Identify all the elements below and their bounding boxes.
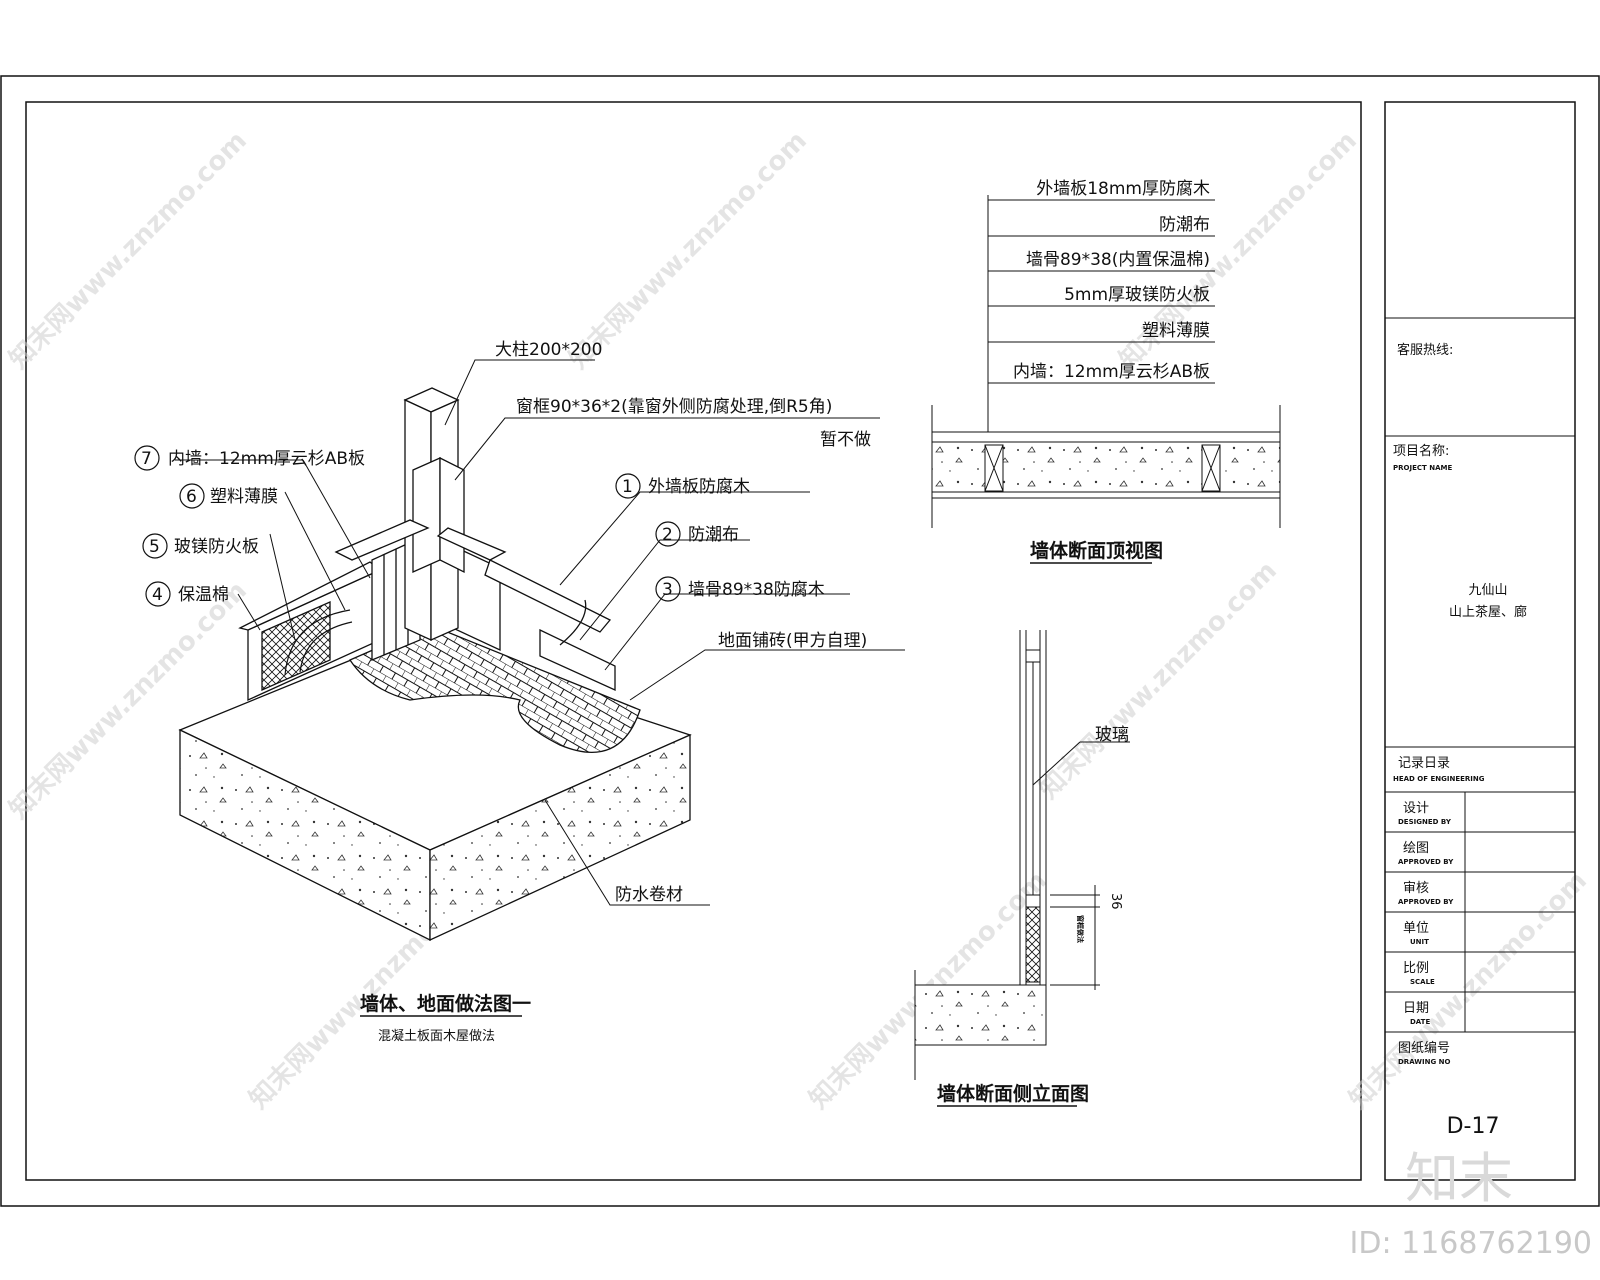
- top-layer-1: 外墙板18mm厚防腐木: [1036, 179, 1210, 199]
- project-name-2: 山上茶屋、廊: [1449, 604, 1527, 620]
- right-wall-rail: [484, 559, 612, 633]
- callout-number: 5: [149, 537, 160, 557]
- top-view-diagram: 外墙板18mm厚防腐木 防潮布 墙骨89*38(内置保温棉) 5mm厚玻镁防火板…: [931, 179, 1281, 564]
- label-insulation: 保温棉: [178, 585, 229, 605]
- watermark-text: 知末网www.znzmo.com: [4, 126, 253, 375]
- label-window-note: 暂不做: [820, 430, 871, 450]
- row-en: DATE: [1410, 1018, 1430, 1026]
- row-en: APPROVED BY: [1398, 898, 1454, 906]
- vertical-note: 窗框做法: [1076, 915, 1085, 943]
- top-layer-4: 5mm厚玻镁防火板: [1064, 285, 1210, 305]
- row-en: DESIGNED BY: [1398, 818, 1452, 826]
- side-view-diagram: [914, 630, 1130, 1080]
- callout-circle: [655, 521, 681, 547]
- callout-circle: [134, 445, 160, 471]
- right-sill: [539, 628, 616, 692]
- row-cn: 绘图: [1403, 841, 1429, 856]
- floor-tile-area: [349, 624, 641, 753]
- drawing-number: D-17: [1447, 1114, 1500, 1139]
- title-block: [1384, 101, 1576, 1181]
- row-cn: 日期: [1403, 1001, 1429, 1016]
- top-layer-5: 塑料薄膜: [1142, 321, 1210, 341]
- label-column: 大柱200*200: [495, 340, 602, 360]
- callout-circle: [145, 581, 171, 607]
- iso-subtitle: 混凝土板面木屋做法: [378, 1028, 495, 1044]
- head-label-en: HEAD OF ENGINEERING: [1393, 775, 1485, 783]
- label-moisture-cloth: 防潮布: [688, 525, 739, 545]
- project-label-en: PROJECT NAME: [1393, 464, 1452, 472]
- drawing-no-en: DRAWING NO: [1398, 1058, 1451, 1066]
- label-plastic-film: 塑料薄膜: [210, 487, 278, 507]
- project-name-1: 九仙山: [1468, 583, 1507, 598]
- row-cn: 比例: [1403, 961, 1429, 976]
- callout-circle: [142, 533, 168, 559]
- row-cn: 单位: [1403, 921, 1429, 936]
- head-label: 记录日录: [1398, 756, 1450, 771]
- callout-number: 3: [662, 580, 673, 600]
- label-stud: 墙骨89*38防腐木: [688, 580, 825, 600]
- side-view-title: 墙体断面侧立面图: [937, 1082, 1089, 1105]
- label-glass: 玻璃: [1095, 725, 1129, 745]
- title-block-text: 客服热线: 项目名称: PROJECT NAME 九仙山 山上茶屋、廊 记录日录…: [1393, 342, 1527, 1139]
- label-waterproof: 防水卷材: [615, 885, 683, 905]
- watermark-id: ID: 1168762190: [1350, 1226, 1592, 1261]
- dim-36: 36: [1108, 893, 1123, 910]
- row-cn: 审核: [1403, 881, 1429, 896]
- watermark-text: 知末网www.znzmo.com: [1344, 866, 1593, 1115]
- top-layer-6: 内墙：12mm厚云杉AB板: [1013, 362, 1210, 382]
- hotline-label: 客服热线:: [1397, 342, 1453, 358]
- watermark-text: 知末网www.znzmo.com: [564, 126, 813, 375]
- label-window-frame: 窗框90*36*2(靠窗外侧防腐处理,倒R5角): [516, 397, 832, 417]
- side-view-labels: 玻璃 36 窗框做法 墙体断面侧立面图: [937, 725, 1129, 1107]
- top-view-title: 墙体断面顶视图: [1030, 539, 1163, 562]
- isometric-wall-floor-diagram: [178, 387, 692, 942]
- label-ext-board: 外墙板防腐木: [648, 477, 750, 497]
- drawing-no-label: 图纸编号: [1398, 1041, 1450, 1056]
- callout-number: 2: [662, 525, 673, 545]
- callout-circle: [179, 483, 205, 509]
- watermark-text: 知末网www.znzmo.com: [1034, 556, 1283, 805]
- label-floor-tile: 地面铺砖(甲方自理): [718, 631, 867, 651]
- callout-circle: [655, 576, 681, 602]
- top-layer-3: 墙骨89*38(内置保温棉): [1026, 250, 1210, 270]
- callout-number: 1: [622, 477, 633, 497]
- iso-leader-lines: [175, 359, 905, 906]
- film-curve: [284, 609, 351, 676]
- row-cn: 设计: [1403, 801, 1429, 816]
- callout-number: 4: [152, 585, 163, 605]
- label-fire-board: 玻镁防火板: [174, 537, 259, 557]
- row-en: SCALE: [1410, 978, 1435, 986]
- callout-number: 6: [186, 487, 197, 507]
- callout-number: 7: [141, 449, 152, 469]
- slab-front-right: [429, 734, 691, 942]
- top-layer-2: 防潮布: [1159, 215, 1210, 235]
- label-inner-wall: 内墙：12mm厚云杉AB板: [168, 449, 365, 469]
- iso-labels: 大柱200*200 窗框90*36*2(靠窗外侧防腐处理,倒R5角) 暂不做 7…: [134, 340, 871, 1044]
- callout-circle: [615, 473, 641, 499]
- row-en: APPROVED BY: [1398, 858, 1454, 866]
- inner-frame: [25, 101, 1362, 1181]
- watermark-layer: 知末网www.znzmo.com 知末网www.znzmo.com 知末网www…: [4, 126, 1593, 1115]
- project-label: 项目名称:: [1393, 443, 1449, 459]
- iso-title: 墙体、地面做法图一: [360, 992, 531, 1015]
- watermark-logo: 知末: [1405, 1147, 1513, 1210]
- row-en: UNIT: [1410, 938, 1429, 946]
- outer-frame: [0, 75, 1600, 1207]
